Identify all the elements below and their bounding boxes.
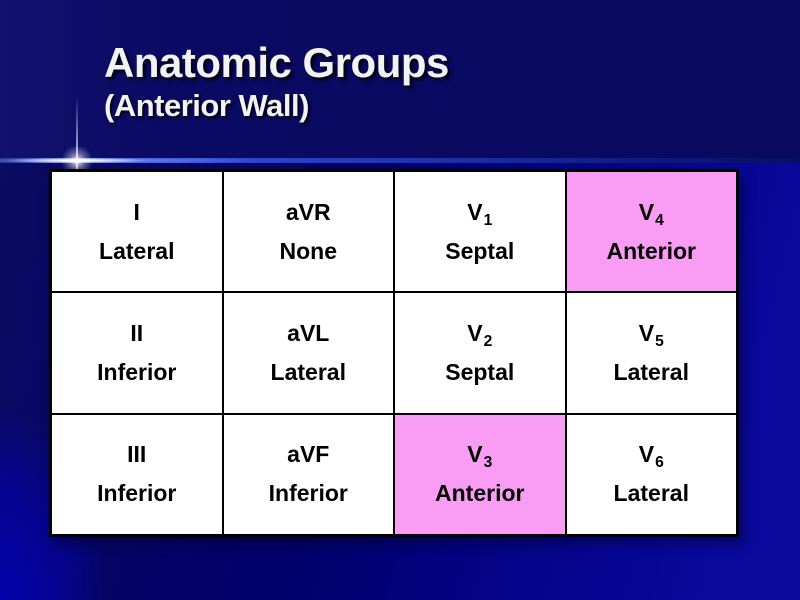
lead-subscript: 4 [655,211,664,229]
anatomic-group-label: Lateral [99,237,175,264]
lead-name: aVF [287,441,330,468]
slide-subtitle: (Anterior Wall) [104,88,309,123]
lead-name: III [127,441,147,468]
lead-subscript: 3 [483,454,493,472]
anatomic-group-label: Lateral [270,358,346,385]
lead-subscript: 5 [655,333,664,351]
title-block: Anatomic Groups (Anterior Wall) [104,39,449,123]
slide-header-background [0,0,800,162]
lead-cell-ii: II Inferior [52,293,224,413]
anatomic-group-label: Lateral [613,358,689,385]
lead-name: I [133,198,140,225]
title-divider-line [0,158,800,163]
lead-subscript: 2 [483,333,493,351]
slide-title: Anatomic Groups [104,39,449,86]
anatomic-group-label: Septal [445,237,515,264]
lead-name: V5 [638,319,664,351]
lead-name: V3 [467,441,493,472]
anatomic-group-label: Inferior [97,480,177,507]
anatomic-group-label: Anterior [606,237,696,264]
lead-cell-i: I Lateral [52,172,224,292]
anatomic-group-label: None [279,237,338,264]
lead-name: II [130,319,144,346]
lead-name: V1 [467,198,493,229]
lead-name: V2 [467,319,493,351]
lead-subscript: 6 [655,454,664,472]
lead-cell-avl: aVL Lateral [223,293,395,413]
lead-subscript: 1 [483,211,493,229]
lead-name: V4 [638,198,664,229]
lead-name: aVL [287,319,330,346]
anatomic-group-label: Anterior [435,480,525,507]
lead-cell-avf: aVF Inferior [223,414,395,534]
lead-cell-iii: III Inferior [52,414,224,534]
anatomic-group-label: Lateral [613,480,689,507]
anatomic-group-label: Inferior [268,480,348,507]
lead-cell-avr: aVR None [223,172,395,292]
lead-name: aVR [285,198,331,225]
anatomic-group-label: Inferior [97,358,177,385]
lead-name: V6 [638,441,664,472]
anatomic-group-label: Septal [445,358,515,385]
